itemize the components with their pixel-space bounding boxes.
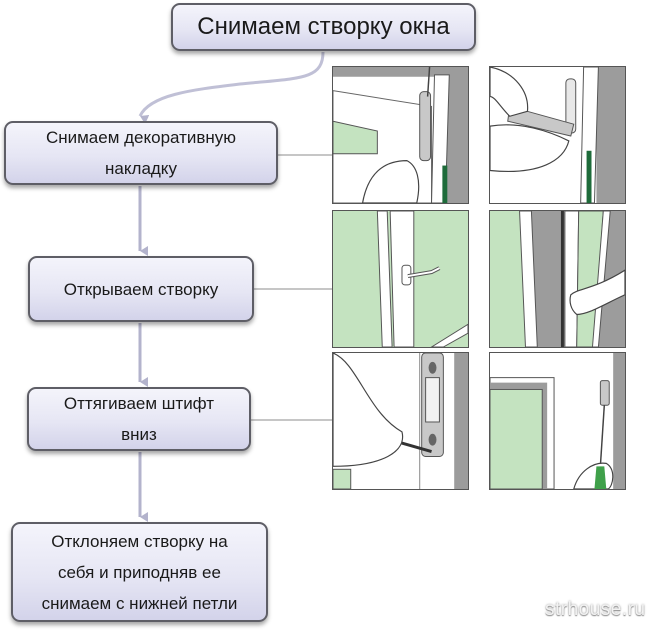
step-3-line-2: вниз	[121, 425, 157, 444]
step-2-line-1: Открываем створку	[63, 279, 219, 299]
step-1-line-1: Снимаем декоративную	[45, 128, 237, 147]
step-3-line-1: Оттягиваем штифт	[63, 394, 215, 413]
title-box: Снимаем створку окна	[171, 3, 476, 51]
step-box-open-sash: Открываем створку	[28, 256, 254, 322]
connector-title-to-step1	[138, 51, 325, 124]
step-4-line-3: снимаем с нижней петли	[41, 593, 238, 613]
illustration-pull-pin-down	[332, 352, 469, 490]
illustration-remove-cover-screwdriver	[332, 66, 469, 204]
step-box-remove-cover: Снимаем декоративную накладку	[4, 121, 278, 185]
step-4-line-1: Отклоняем створку на	[51, 531, 228, 551]
illustration-push-pin-screwdriver	[489, 352, 626, 490]
illustration-closed-window-handle	[332, 210, 469, 348]
step-1-line-2: накладку	[105, 159, 177, 178]
watermark: strhouse.ru	[545, 599, 646, 620]
step-box-lift-sash: Отклоняем створку на себя и приподняв ее…	[11, 522, 268, 622]
illustration-open-window-with-hand	[489, 210, 626, 348]
step-4-line-2: себя и приподняв ее	[58, 562, 221, 582]
title-text: Снимаем створку окна	[197, 13, 450, 40]
step-box-pull-pin: Оттягиваем штифт вниз	[27, 387, 251, 451]
illustration-remove-cover-by-hand	[489, 66, 626, 204]
